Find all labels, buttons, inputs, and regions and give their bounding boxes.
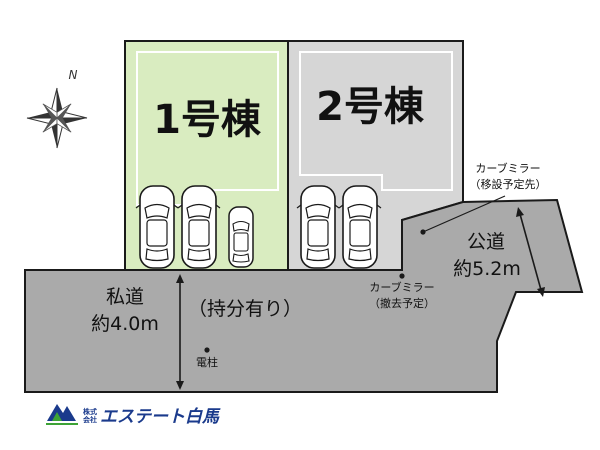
mirror-relocate-line2: （移設予定先） [470, 177, 547, 191]
compass-rose-icon [26, 87, 88, 149]
mirror-relocate-leader [420, 195, 506, 235]
public-road-width-arrow [516, 207, 545, 297]
mirror-relocate-line1: カーブミラー [475, 161, 540, 175]
logo-sub-line1: 株式 [83, 407, 97, 416]
lot-2-building-footprint [299, 51, 453, 191]
parking-car-2 [177, 185, 221, 269]
parking-car-4 [338, 185, 382, 269]
logo-company-name: エステート白馬 [100, 407, 221, 427]
compass-north-label: N [69, 68, 78, 82]
public-road-name: 公道 [467, 231, 505, 253]
mirror-relocate-marker [420, 229, 426, 235]
private-road-ownership: （持分有り） [188, 298, 302, 320]
mirror-remove-line2: （撤去予定） [369, 296, 435, 310]
parking-car-1 [135, 185, 179, 269]
lot-2-label: 2号棟 [316, 84, 425, 130]
private-road-width-arrow [176, 274, 184, 390]
private-road [24, 198, 584, 393]
mirror-remove-line1: カーブミラー [369, 280, 434, 294]
parking-car-small [228, 206, 254, 268]
mirror-remove-marker [399, 273, 405, 279]
mountain-logo-icon [46, 404, 78, 425]
utility-pole-label: 電柱 [196, 355, 218, 369]
private-road-width: 約4.0m [91, 313, 159, 335]
lot-1-label: 1号棟 [153, 97, 262, 143]
logo-sub-line2: 会社 [83, 415, 97, 424]
public-road-width: 約5.2m [453, 258, 521, 280]
parking-car-3 [296, 185, 340, 269]
utility-pole-marker [204, 347, 210, 353]
private-road-name: 私道 [106, 286, 144, 308]
lot-1-building-footprint [136, 51, 279, 206]
